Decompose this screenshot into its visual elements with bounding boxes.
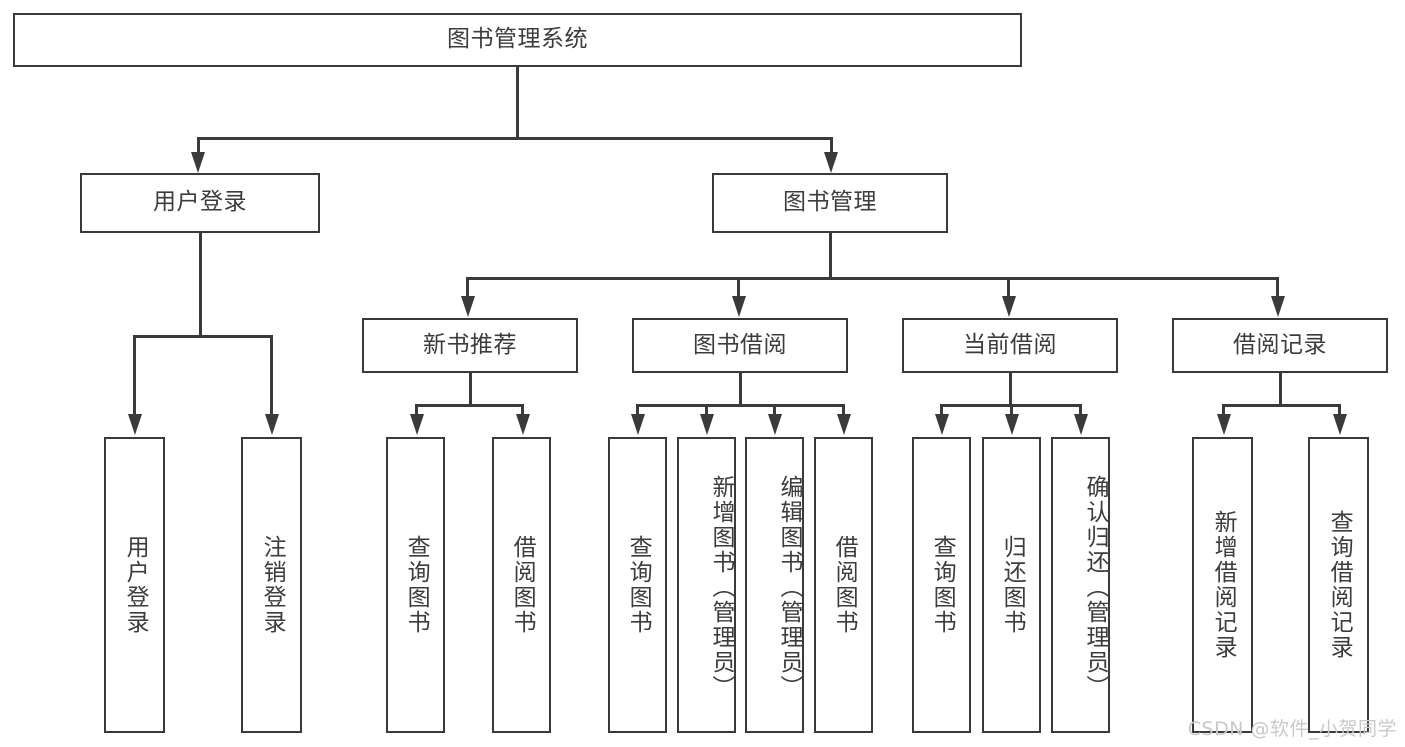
leaf-query-book-current[interactable]: 查询图书 [912,437,971,733]
edge-borrow-record-child-2 [1338,404,1341,416]
leaf-add-borrow-record[interactable]: 新增借阅记录 [1192,437,1253,733]
arrowhead-leaf-edit-book [768,414,782,435]
edge-new-book-child-2 [521,404,524,416]
arrowhead-new-book-recommend [461,296,475,317]
arrowhead-leaf-borrow-book-2 [837,414,851,435]
node-new-book-recommend[interactable]: 新书推荐 [362,318,578,373]
edge-to-new-book-recommend [466,277,469,299]
arrowhead-leaf-confirm-return [1074,414,1088,435]
edge-user-login-stem [199,233,202,335]
leaf-borrow-book[interactable]: 借阅图书 [814,437,873,733]
node-book-borrow[interactable]: 图书借阅 [632,318,848,373]
node-borrow-record[interactable]: 借阅记录 [1172,318,1388,373]
edge-to-borrow-record [1276,277,1279,299]
edge-user-login-bar [133,335,272,338]
edge-root-stem [516,67,519,137]
arrowhead-leaf-query-book-3 [935,414,949,435]
edge-book-borrow-stem [739,373,742,404]
leaf-query-borrow-record[interactable]: 查询借阅记录 [1308,437,1369,733]
edge-book-borrow-child-3 [773,404,776,416]
node-book-management[interactable]: 图书管理 [712,173,948,233]
edge-current-borrow-child-2 [1010,404,1013,416]
edge-root-bar [197,137,833,140]
arrowhead-leaf-logout [265,414,279,435]
arrowhead-book-borrow [732,296,746,317]
edge-root-to-book-management [830,137,833,155]
edge-root-to-user-login [197,137,200,155]
edge-borrow-record-child-1 [1222,404,1225,416]
edge-book-borrow-child-4 [842,404,845,416]
arrowhead-leaf-add-book [700,414,714,435]
edge-borrow-record-bar [1222,404,1340,407]
edge-new-book-child-1 [415,404,418,416]
arrowhead-book-management [824,152,838,173]
edge-current-borrow-child-1 [940,404,943,416]
node-current-borrow[interactable]: 当前借阅 [902,318,1118,373]
arrowhead-leaf-return-book [1005,414,1019,435]
edge-to-book-borrow [737,277,740,299]
edge-current-borrow-stem [1009,373,1012,404]
arrowhead-leaf-borrow-book-1 [516,414,530,435]
arrowhead-leaf-add-record [1217,414,1231,435]
leaf-return-book[interactable]: 归还图书 [982,437,1041,733]
edge-book-borrow-bar [636,404,844,407]
leaf-query-book-recommend[interactable]: 查询图书 [386,437,445,733]
edge-book-borrow-child-1 [636,404,639,416]
edge-new-book-stem [469,373,472,404]
node-user-login[interactable]: 用户登录 [80,173,320,233]
edge-book-management-stem [829,233,832,277]
edge-user-login-child-1 [133,335,136,416]
edge-borrow-record-stem [1279,373,1282,404]
leaf-borrow-book-recommend[interactable]: 借阅图书 [492,437,551,733]
arrowhead-leaf-user-login [128,414,142,435]
leaf-add-book-admin[interactable]: 新增图书（管理员） [677,437,736,733]
edge-book-borrow-child-2 [705,404,708,416]
edge-user-login-child-2 [270,335,273,416]
arrowhead-leaf-query-book-1 [410,414,424,435]
edge-new-book-bar [415,404,523,407]
leaf-confirm-return-admin[interactable]: 确认归还（管理员） [1051,437,1110,733]
arrowhead-leaf-query-record [1333,414,1347,435]
arrowhead-current-borrow [1002,296,1016,317]
arrowhead-borrow-record [1271,296,1285,317]
leaf-logout[interactable]: 注销登录 [241,437,302,733]
leaf-edit-book-admin[interactable]: 编辑图书（管理员） [745,437,804,733]
leaf-user-login[interactable]: 用户登录 [104,437,165,733]
arrowhead-user-login [191,152,205,173]
edge-current-borrow-child-3 [1079,404,1082,416]
leaf-query-book-borrow[interactable]: 查询图书 [608,437,667,733]
edge-to-current-borrow [1007,277,1010,299]
arrowhead-leaf-query-book-2 [631,414,645,435]
node-root-book-management-system[interactable]: 图书管理系统 [13,13,1022,67]
edge-book-management-bar [466,277,1278,280]
